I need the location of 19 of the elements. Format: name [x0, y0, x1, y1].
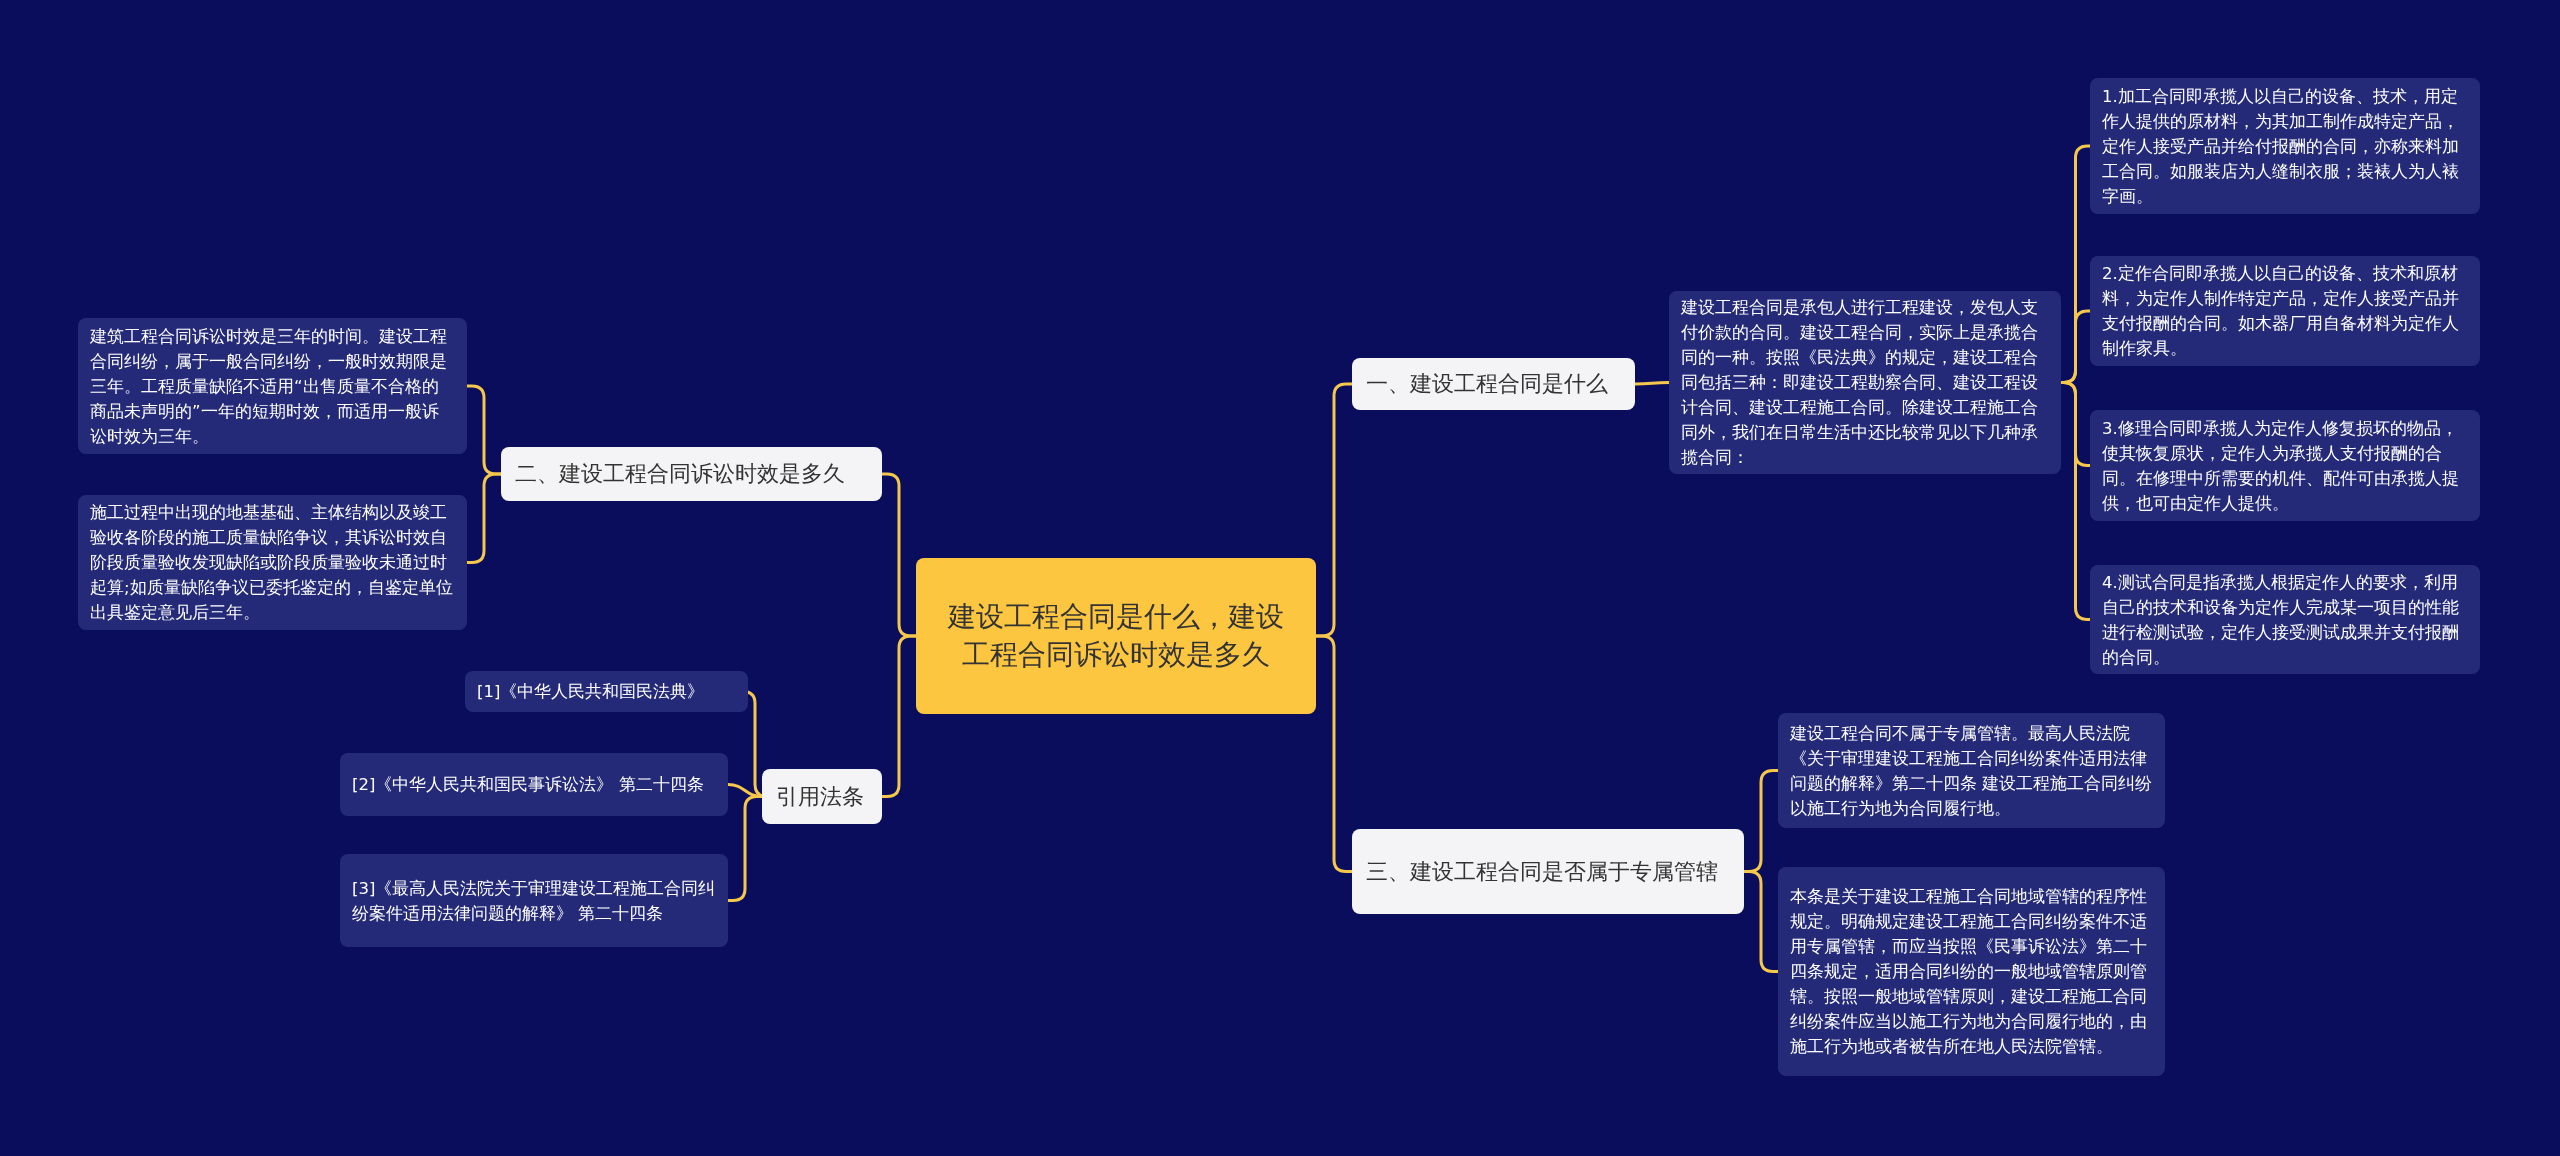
topic-box: 一、建设工程合同是什么 — [1352, 358, 1635, 410]
topic-box: 引用法条 — [762, 769, 882, 824]
text-card: 建设工程合同是承包人进行工程建设，发包人支付价款的合同。建设工程合同，实际上是承揽合同的一种。按照《民法典》的规定，建设工程合同包括三种：即建设工程勘察合同、建设工程设计合同、建设工程施工合同。除建设工程施工合同外，我们在日常生活中还比较常见以下几种承揽合同： — [1669, 291, 2061, 474]
connector — [2061, 381, 2090, 621]
title-box: 建设工程合同是什么，建设工程合同诉讼时效是多久 — [916, 558, 1316, 714]
text-card: [1]《中华人民共和国民法典》 — [465, 671, 748, 712]
text-card: 1.加工合同即承揽人以自己的设备、技术，用定作人提供的原材料，为其加工制作成特定产品，定作人接受产品并给付报酬的合同，亦称来料加工合同。如服装店为人缝制衣服；装裱人为人裱字画。 — [2090, 78, 2480, 214]
topic-box: 三、建设工程合同是否属于专属管辖 — [1352, 829, 1744, 914]
text-card: [3]《最高人民法院关于审理建设工程施工合同纠纷案件适用法律问题的解释》 第二十四条 — [340, 854, 728, 947]
text-card: 2.定作合同即承揽人以自己的设备、技术和原材料，为定作人制作特定产品，定作人接受产品并支付报酬的合同。如木器厂用自备材料为定作人制作家具。 — [2090, 256, 2480, 366]
text-card: 建筑工程合同诉讼时效是三年的时间。建设工程合同纠纷，属于一般合同纠纷，一般时效期限是三年。工程质量缺陷不适用“出售质量不合格的商品未声明的”一年的短期时效，而适用一般诉讼时效为三年。 — [78, 318, 467, 454]
text-card: 施工过程中出现的地基基础、主体结构以及竣工验收各阶段的施工质量缺陷争议，其诉讼时效自阶段质量验收发现缺陷或阶段质量验收未通过时起算;如质量缺陷争议已委托鉴定的，自鉴定单位出具鉴定意见后三年。 — [78, 495, 467, 630]
text-card: 本条是关于建设工程施工合同地域管辖的程序性规定。明确规定建设工程施工合同纠纷案件不适用专属管辖，而应当按照《民事诉讼法》第二十四条规定，适用合同纠纷的一般地域管辖原则管辖。按照一般地域管辖原则，建设工程施工合同纠纷案件应当以施工行为地为合同履行地的，由施工行为地或者被告所在地人民法院管辖。 — [1778, 867, 2165, 1076]
text-card: 建设工程合同不属于专属管辖。最高人民法院《关于审理建设工程施工合同纠纷案件适用法律问题的解释》第二十四条 建设工程施工合同纠纷以施工行为地为合同履行地。 — [1778, 713, 2165, 828]
text-card: 3.修理合同即承揽人为定作人修复损坏的物品，使其恢复原状，定作人为承揽人支付报酬的合同。在修理中所需要的机件、配件可由承揽人提供，也可由定作人提供。 — [2090, 410, 2480, 521]
topic-box: 二、建设工程合同诉讼时效是多久 — [501, 447, 882, 501]
text-card: 4.测试合同是指承揽人根据定作人的要求，利用自己的技术和设备为定作人完成某一项目的性能进行检测试验，定作人接受测试成果并支付报酬的合同。 — [2090, 565, 2480, 674]
connector — [1635, 381, 1669, 386]
text-card: [2]《中华人民共和国民事诉讼法》 第二十四条 — [340, 753, 728, 816]
